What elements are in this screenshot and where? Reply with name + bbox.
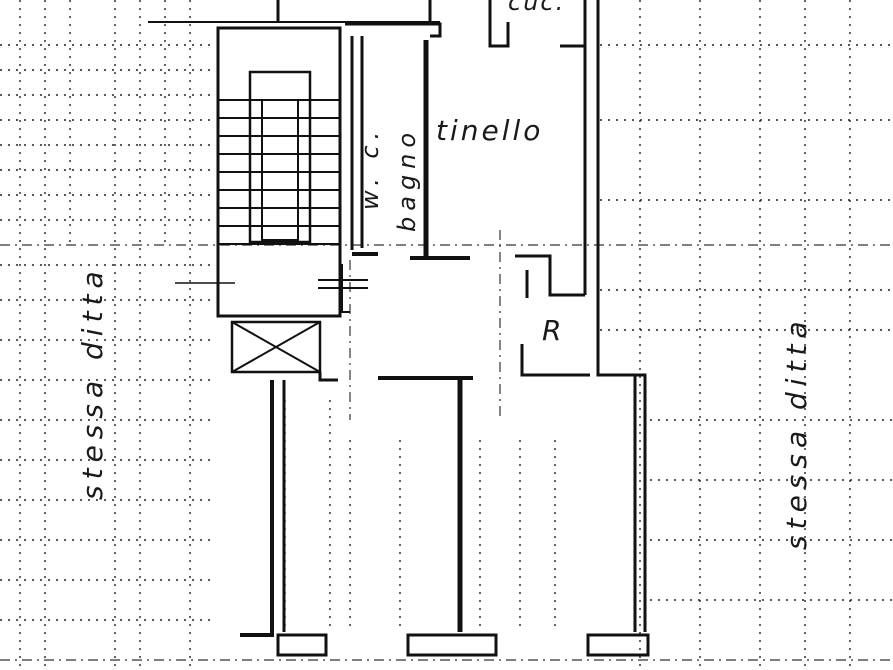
bathroom-walls <box>318 22 470 313</box>
top-boundary-wall <box>148 0 440 23</box>
stair-treads <box>218 99 340 245</box>
stairwell <box>175 26 342 318</box>
bottom-wall-segments <box>276 633 650 657</box>
dining-walls <box>488 0 647 632</box>
right-property-label: stessa ditta <box>780 315 813 550</box>
wc-label: w. c. <box>356 126 384 210</box>
dotted-hatching-right <box>600 0 893 670</box>
axis-lines <box>0 230 893 661</box>
lift-shaft <box>230 320 322 374</box>
kitchen-label: cuc. <box>508 0 565 16</box>
lower-rooms-walls <box>240 372 637 637</box>
dining-room-label: tinello <box>436 114 543 147</box>
dotted-hatching-lower <box>284 400 556 630</box>
closet-mark-label: R <box>542 314 561 347</box>
bathroom-label: bagno <box>393 127 421 232</box>
left-property-label: stessa ditta <box>76 265 109 500</box>
